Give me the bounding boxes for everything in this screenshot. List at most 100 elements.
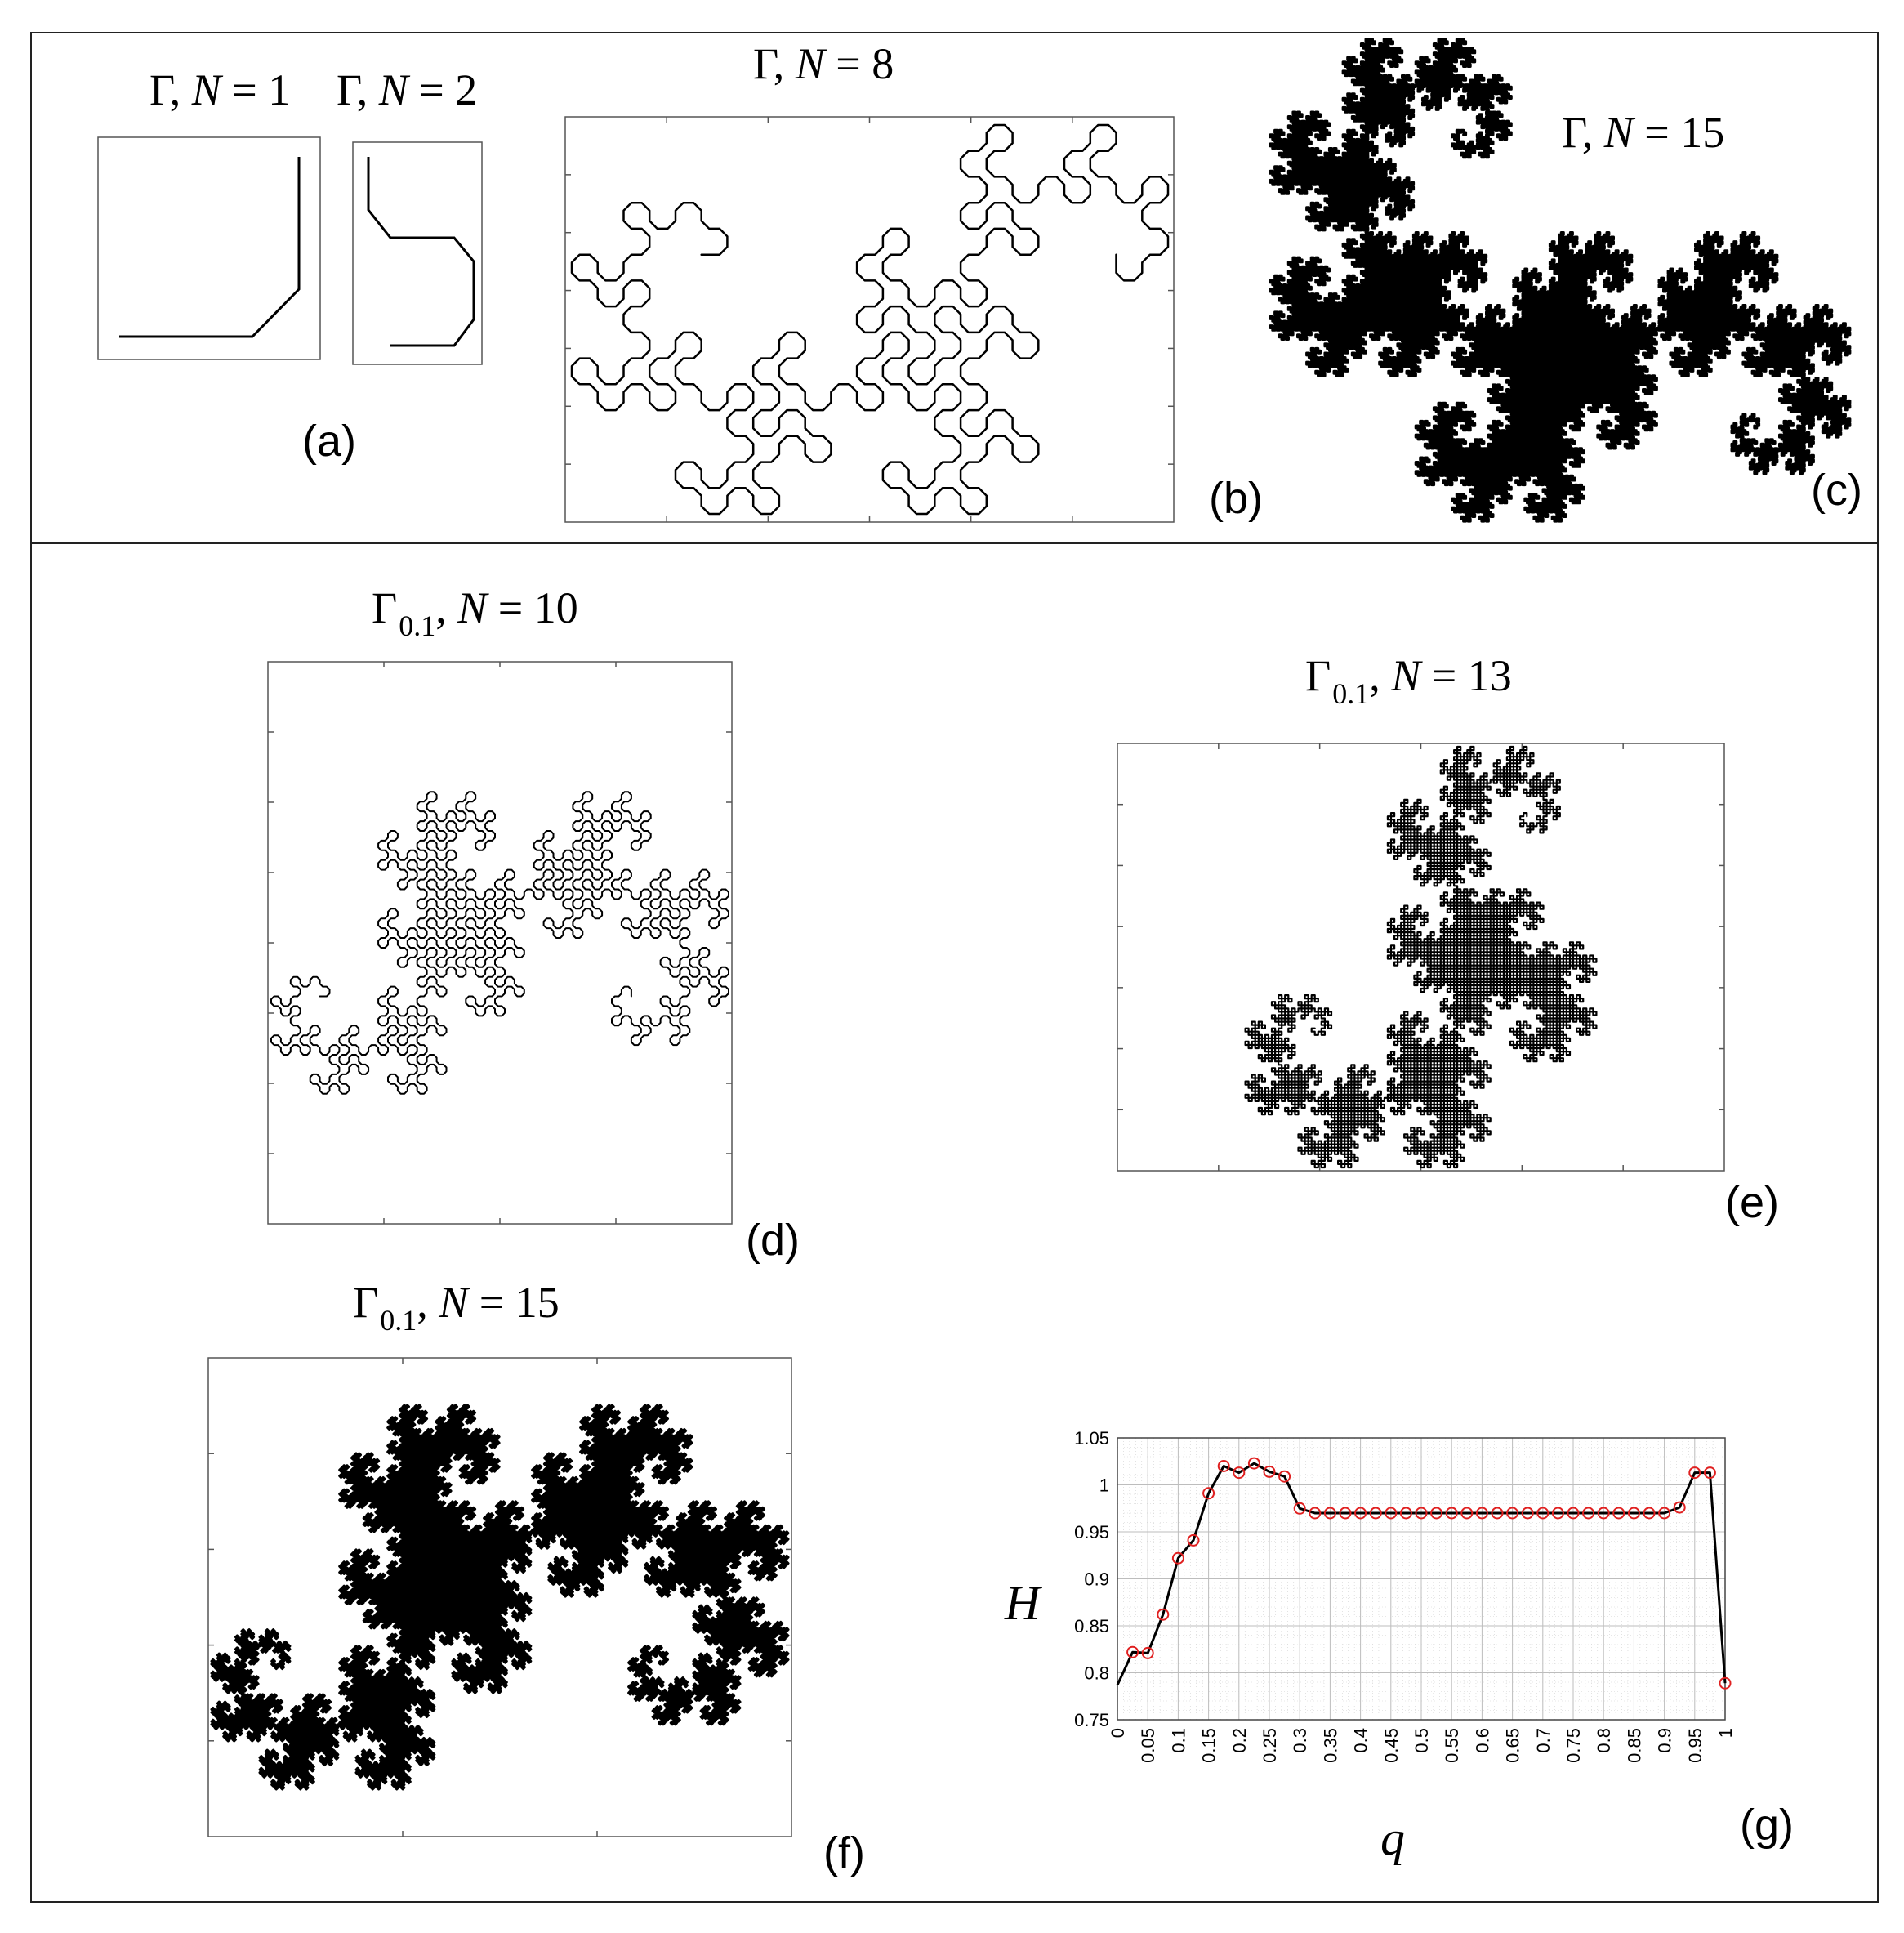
panel-f-dragon-fractal	[210, 1404, 790, 1791]
panel-b: Γ, N = 8 (b)	[564, 39, 1263, 523]
panel-f-axes	[207, 1357, 792, 1837]
curve-f-path	[210, 1404, 790, 1791]
panel-a-left-title: Γ, N = 1	[149, 65, 290, 114]
y-tick-label: 0.85	[1074, 1616, 1109, 1636]
panel-a-right-curve	[367, 157, 475, 347]
data-point-marker	[1551, 1507, 1564, 1520]
data-point-marker	[1202, 1487, 1215, 1500]
data-point-marker	[1263, 1465, 1276, 1478]
data-point-marker	[1157, 1608, 1170, 1621]
curve-b-path	[570, 123, 1170, 516]
data-point-marker	[1719, 1676, 1732, 1690]
y-tick-label: 1	[1099, 1475, 1109, 1496]
panel-a: Γ, N = 1 Γ, N = 2 (a)	[97, 65, 483, 466]
data-point-marker	[1141, 1646, 1154, 1659]
data-point-marker	[1643, 1507, 1656, 1520]
panel-d-ticks	[268, 662, 732, 1224]
data-point-marker	[1385, 1507, 1398, 1520]
x-tick-label: 0.7	[1533, 1728, 1554, 1753]
data-point-marker	[1369, 1507, 1382, 1520]
curve-e-path	[1244, 745, 1598, 1169]
data-point-marker	[1126, 1645, 1139, 1658]
data-point-marker	[1339, 1507, 1352, 1520]
outer-frame	[30, 32, 1879, 1903]
data-point-marker	[1536, 1507, 1550, 1520]
x-tick-label: 1	[1715, 1728, 1736, 1738]
panel-a-left-axes	[97, 136, 321, 360]
x-tick-label: 0.1	[1168, 1728, 1188, 1753]
x-tick-label: 0.6	[1472, 1728, 1492, 1753]
data-point-marker	[1278, 1470, 1291, 1483]
data-point-marker	[1293, 1502, 1306, 1515]
panel-a-right-axes	[352, 141, 483, 365]
x-tick-label: 0.65	[1503, 1728, 1523, 1763]
x-axis-label: q	[1380, 1811, 1405, 1865]
x-tick-label: 0.25	[1260, 1728, 1280, 1763]
data-point-marker	[1445, 1507, 1458, 1520]
panel-a-left-curve	[119, 157, 301, 338]
y-tick-label: 0.8	[1084, 1663, 1109, 1684]
chart-axes-box	[1117, 1437, 1726, 1721]
data-point-marker	[1627, 1507, 1640, 1520]
x-tick-label: 0.45	[1381, 1728, 1402, 1763]
data-point-marker	[1323, 1507, 1336, 1520]
data-point-marker	[1673, 1501, 1686, 1514]
panel-g-label: (g)	[1740, 1801, 1794, 1850]
x-tick-label: 0.35	[1320, 1728, 1340, 1763]
data-point-marker	[1354, 1507, 1367, 1520]
panel-c-dragon-fractal	[1269, 38, 1852, 523]
panel-e-ticks	[1117, 743, 1724, 1171]
data-point-marker	[1597, 1507, 1610, 1520]
panel-f: Γ0.1, N = 15 (f)	[207, 1278, 865, 1877]
curve-c-path	[1269, 38, 1852, 523]
panel-d-dragon-curve	[270, 791, 729, 1095]
data-point-marker	[1247, 1457, 1260, 1470]
panel-c-title: Γ, N = 15	[1562, 108, 1724, 157]
y-tick-label: 0.9	[1084, 1569, 1109, 1590]
x-tick-label: 0.05	[1138, 1728, 1158, 1763]
data-point-marker	[1399, 1507, 1412, 1520]
data-point-marker	[1309, 1507, 1322, 1520]
data-point-marker	[1217, 1460, 1230, 1472]
data-point-marker	[1582, 1507, 1595, 1520]
y-tick-label: 0.75	[1074, 1710, 1109, 1730]
data-point-marker	[1187, 1533, 1200, 1547]
panel-d-title: Γ0.1, N = 10	[372, 583, 578, 642]
curve-d-path	[270, 791, 729, 1095]
data-point-marker	[1521, 1507, 1534, 1520]
data-point-marker	[1703, 1466, 1716, 1480]
panel-f-label: (f)	[823, 1828, 865, 1877]
data-point-marker	[1567, 1507, 1580, 1520]
data-point-marker	[1688, 1466, 1701, 1480]
panel-d: Γ0.1, N = 10 (d)	[267, 583, 800, 1265]
y-tick-label: 1.05	[1074, 1428, 1109, 1449]
data-point-marker	[1430, 1507, 1443, 1520]
x-tick-label: 0.55	[1442, 1728, 1462, 1763]
panel-a-label: (a)	[302, 417, 356, 466]
data-point-marker	[1460, 1507, 1474, 1520]
panel-b-label: (b)	[1209, 474, 1263, 523]
x-tick-label: 0.9	[1655, 1728, 1675, 1753]
data-point-marker	[1506, 1507, 1519, 1520]
x-tick-label: 0.3	[1290, 1728, 1310, 1753]
x-tick-label: 0.4	[1351, 1728, 1371, 1753]
x-tick-label: 0.75	[1563, 1728, 1584, 1763]
panel-e-label: (e)	[1725, 1178, 1779, 1227]
x-tick-label: 0.8	[1594, 1728, 1614, 1753]
x-tick-label: 0.85	[1624, 1728, 1644, 1763]
panel-b-ticks	[565, 117, 1174, 522]
panel-f-title: Γ0.1, N = 15	[353, 1278, 560, 1337]
x-tick-label: 0.95	[1685, 1728, 1706, 1763]
panel-d-label: (d)	[746, 1216, 800, 1265]
data-point-marker	[1233, 1466, 1246, 1480]
x-tick-label: 0	[1108, 1728, 1128, 1738]
data-point-marker	[1612, 1507, 1625, 1520]
y-tick-label: 0.95	[1074, 1522, 1109, 1542]
panel-c-label: (c)	[1811, 466, 1862, 515]
data-point-marker	[1658, 1507, 1671, 1520]
panel-f-ticks	[208, 1358, 791, 1837]
panel-b-title: Γ, N = 8	[753, 39, 894, 88]
